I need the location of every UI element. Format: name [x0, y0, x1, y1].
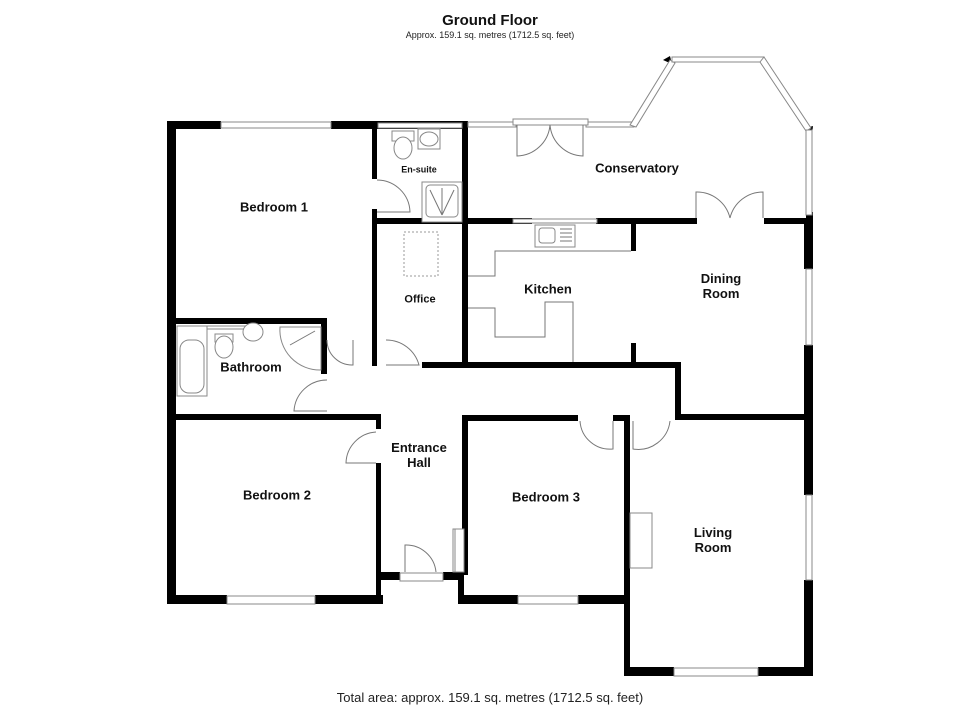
doors: [293, 118, 764, 573]
dining-line2: Room: [702, 286, 740, 301]
fixtures: [176, 128, 653, 573]
room-label-living-room: Living Room: [694, 525, 732, 555]
room-label-office: Office: [404, 293, 436, 306]
room-label-kitchen: Kitchen: [524, 281, 572, 297]
entrance-line2: Hall: [407, 455, 431, 470]
room-label-entrance-hall: Entrance Hall: [391, 440, 447, 470]
total-area-footer: Total area: approx. 159.1 sq. metres (17…: [336, 690, 644, 705]
room-label-bedroom-2: Bedroom 2: [243, 487, 311, 503]
room-label-bedroom-1: Bedroom 1: [240, 199, 308, 215]
room-label-en-suite: En-suite: [401, 164, 437, 175]
entrance-line1: Entrance: [391, 440, 447, 455]
floor-title: Ground Floor: [442, 12, 538, 29]
room-label-conservatory: Conservatory: [595, 160, 679, 176]
living-line2: Room: [694, 540, 732, 555]
room-label-bathroom: Bathroom: [220, 359, 282, 375]
living-line1: Living: [693, 525, 733, 540]
floor-area-subtitle: Approx. 159.1 sq. metres (1712.5 sq. fee…: [405, 30, 575, 40]
windows: [220, 56, 813, 677]
room-label-bedroom-3: Bedroom 3: [512, 489, 580, 505]
dining-line1: Dining: [700, 271, 742, 286]
room-label-dining-room: Dining Room: [701, 271, 741, 301]
